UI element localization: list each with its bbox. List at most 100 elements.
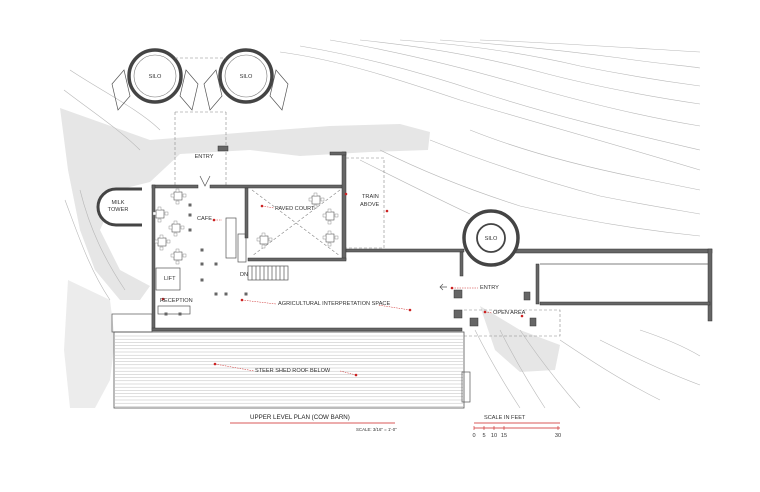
column (164, 312, 168, 316)
label-reception: RECEPTION (160, 298, 193, 304)
title-block: UPPER LEVEL PLAN (COW BARN) SCALE: 3/16"… (230, 414, 397, 432)
silo-connector (174, 57, 227, 186)
contour-11 (469, 129, 701, 191)
wall-entry-post-3 (469, 317, 479, 327)
wall-east-inner (535, 263, 540, 305)
plan-labels: SILO SILO SILO ENTRY MILK TOWER CAFE PAV… (108, 74, 526, 374)
contour-2 (299, 45, 701, 151)
wall-entry-post-2 (453, 309, 463, 319)
wall-entry-post-1 (453, 289, 463, 299)
leader-line (214, 363, 255, 372)
wall-entry-post-5 (529, 317, 537, 327)
entry-arrow (439, 283, 447, 291)
wall-east-end (707, 248, 713, 322)
label-train-2: ABOVE (360, 202, 380, 208)
contour-20 (599, 339, 701, 386)
plan-title: UPPER LEVEL PLAN (COW BARN) (250, 414, 350, 421)
reception-desk (157, 305, 191, 315)
wall-court-east (341, 151, 347, 261)
cafe-back-counter (237, 233, 247, 263)
column (224, 292, 228, 296)
landscape-band-lower (480, 306, 560, 372)
terrain-contours (60, 39, 701, 409)
label-entry-top: ENTRY (195, 154, 214, 160)
label-milk-tower-2: TOWER (108, 207, 129, 213)
contour-8 (359, 159, 471, 215)
roof-outline (113, 331, 465, 409)
wall-east-south (539, 301, 711, 306)
plan-scale-note: SCALE: 3/16" = 1'-0" (356, 427, 397, 432)
contour-4 (359, 39, 701, 105)
silo-left (111, 48, 199, 111)
label-cafe: CAFE (197, 216, 212, 222)
wall-court-south (247, 257, 347, 262)
label-markers (161, 192, 524, 377)
label-paved-court: PAVED COURT (275, 206, 315, 212)
label-silo-middle: SILO (240, 74, 253, 80)
landscape-band (60, 108, 430, 300)
table-with-chairs (154, 234, 171, 251)
scale-tick-label: 5 (482, 433, 485, 439)
contour-21 (639, 329, 701, 357)
contour-6 (439, 39, 701, 69)
roof-edge-east (461, 371, 471, 403)
leader-line (241, 299, 277, 305)
contour-3 (329, 39, 701, 127)
column (188, 228, 192, 232)
contour-1 (279, 51, 701, 171)
wall-east-north (511, 248, 713, 254)
column (200, 262, 204, 266)
scale-tick-label: 0 (472, 433, 475, 439)
wall-west (151, 184, 156, 331)
contour-14 (64, 199, 111, 301)
silo-middle (203, 48, 289, 111)
label-marker (520, 314, 524, 318)
silo-right (462, 209, 520, 267)
wall-south (151, 327, 463, 332)
contour-5 (399, 39, 701, 87)
steer-shed-roof (111, 313, 471, 409)
scale-tick-label: 10 (491, 433, 497, 439)
train-above-outline (346, 157, 385, 249)
open-area-outline (464, 309, 561, 337)
east-wing (345, 248, 713, 337)
wall-link-entry (459, 251, 464, 277)
wall-north-mid (209, 184, 346, 189)
label-agricultural: AGRICULTURAL INTERPRETATION SPACE (278, 301, 390, 307)
wall-cafe-east (244, 187, 249, 239)
label-milk-tower-1: MILK (111, 200, 124, 206)
table-with-chairs (308, 192, 325, 209)
column (200, 248, 204, 252)
label-silo-left: SILO (149, 74, 162, 80)
label-silo-right: SILO (485, 236, 498, 242)
contour-9 (379, 149, 701, 237)
landscape-left-strip (64, 280, 115, 408)
column (200, 278, 204, 282)
contour-13 (63, 89, 141, 151)
leader-line (261, 205, 275, 209)
roof-edge-west (111, 313, 153, 333)
table-with-chairs (168, 220, 185, 237)
label-entry-right: ENTRY (480, 285, 499, 291)
label-lift: LIFT (164, 276, 176, 282)
leader-line (377, 304, 411, 311)
cafe-furniture (152, 188, 339, 316)
table-with-chairs (170, 188, 187, 205)
cafe-counter (225, 217, 237, 259)
scale-tick-label: 15 (501, 433, 507, 439)
column (214, 262, 218, 266)
contour-15 (79, 189, 126, 291)
label-marker (161, 297, 165, 301)
column (178, 312, 182, 316)
contour-7 (479, 39, 701, 53)
contour-17 (499, 329, 546, 409)
contour-19 (559, 339, 661, 401)
label-train-1: TRAIN (362, 194, 379, 200)
contour-12 (69, 69, 161, 131)
table-with-chairs (170, 248, 187, 265)
label-open-area: OPEN AREA (493, 310, 526, 316)
table-with-chairs (152, 206, 169, 223)
column (214, 292, 218, 296)
label-dn: DN (240, 272, 248, 278)
table-with-chairs (322, 208, 339, 225)
